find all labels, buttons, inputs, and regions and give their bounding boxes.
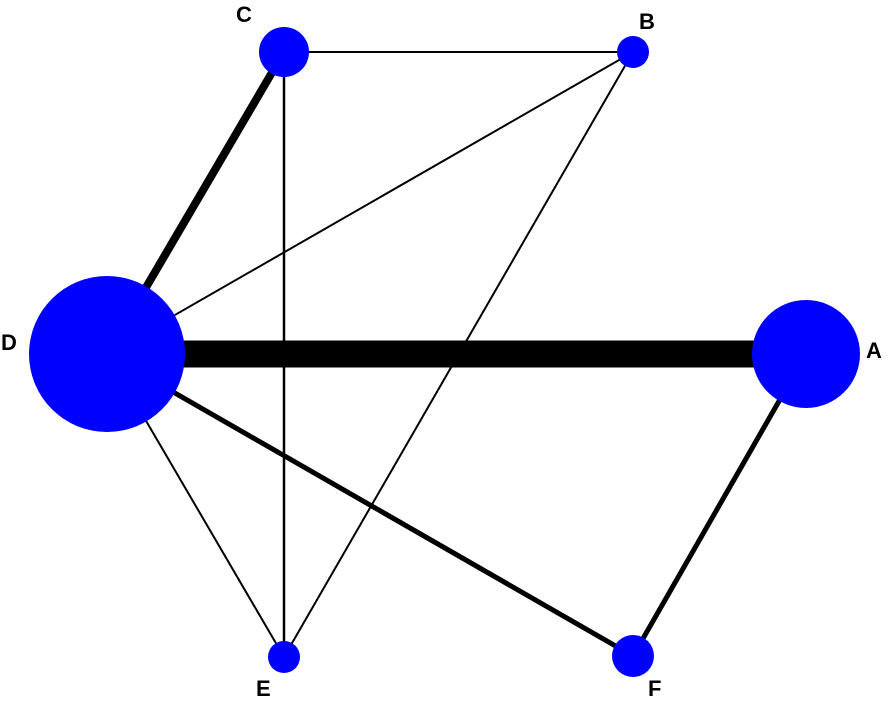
edge-B-E (283, 51, 634, 658)
node-label-C: C (236, 2, 252, 27)
edge-D-F (105, 351, 635, 659)
node-label-F: F (648, 676, 661, 701)
edges-layer (103, 49, 809, 659)
edge-A-F (630, 352, 809, 658)
node-B (617, 36, 649, 68)
node-D (29, 276, 185, 432)
node-label-E: E (256, 676, 271, 701)
nodes-layer (29, 27, 860, 677)
node-label-A: A (866, 338, 882, 363)
node-E (268, 641, 300, 673)
node-label-B: B (639, 9, 655, 34)
node-A (752, 300, 860, 408)
edge-D-B (106, 51, 634, 355)
node-label-D: D (1, 330, 17, 355)
node-F (612, 635, 654, 677)
node-C (259, 27, 309, 77)
